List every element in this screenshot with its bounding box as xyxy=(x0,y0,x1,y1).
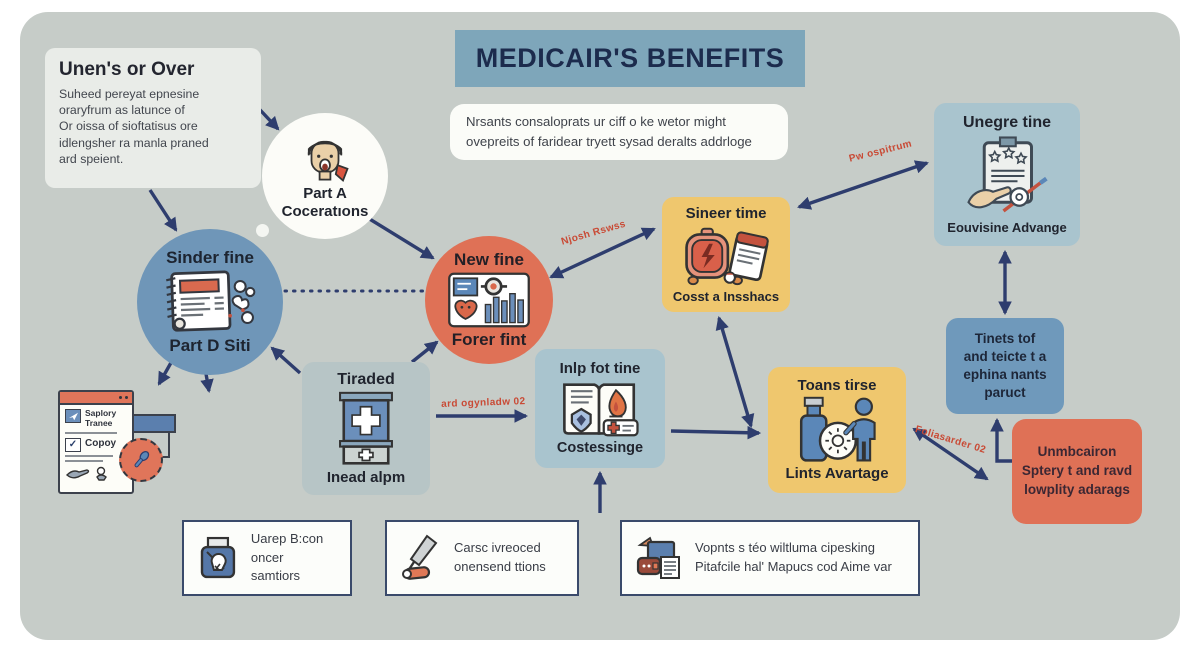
node-label: Part A xyxy=(303,185,347,202)
printer-icon xyxy=(636,536,680,579)
intro-note: Nrsants consaloprats ur ciff o ke wetor … xyxy=(450,104,788,160)
doc-divider xyxy=(65,454,113,457)
legend-box-2: Carsc ivreoced onensend ttions xyxy=(385,520,579,596)
doc-label: Copoy xyxy=(85,437,117,449)
doc-label: Saplory Tranee xyxy=(85,408,117,429)
legend-box-1: Uarep B:con oncer samtiors xyxy=(182,520,352,596)
doc-checkbox-row: ✓ Copoy xyxy=(65,437,132,452)
hands-icon xyxy=(65,466,107,481)
node-tiraded: Tiraded Inead alpm xyxy=(302,362,430,495)
doc-window-header xyxy=(60,392,132,405)
legend-text: Uarep B:con oncer samtiors xyxy=(250,530,324,584)
node-label: Toans tirse xyxy=(797,377,877,394)
legend-text: Carsc ivreoced onensend ttions xyxy=(454,540,546,574)
page-title: MEDICAIR'S BENEFITS xyxy=(455,30,805,87)
jar-icon xyxy=(200,536,236,579)
legend-box-3: Vopnts s téo wiltluma cipesking Pitafcil… xyxy=(620,520,920,596)
doc-label-line: Saplory xyxy=(85,408,117,418)
node-label: Unegre tine xyxy=(962,114,1051,132)
node-label: Costessinge xyxy=(556,439,644,456)
document-illustration: Saplory Tranee ✓ Copoy xyxy=(56,386,188,502)
info-box-body: Suheed pereyat epnesine oraryfrum as lat… xyxy=(59,87,209,166)
first-aid-cabinet-icon xyxy=(339,391,393,465)
node-label: Forer fint xyxy=(451,330,527,349)
node-label: Sinder fine xyxy=(166,247,254,267)
node-label: Inead alpm xyxy=(326,469,406,487)
info-box-title: Unen's or Over xyxy=(59,59,195,80)
syringe-icon xyxy=(402,534,438,580)
doc-checkbox-row: Saplory Tranee xyxy=(65,408,132,429)
node-sinder-fine: Sinder fine xyxy=(137,229,283,375)
legend-text: Vopnts s téo wiltluma cipesking Pitafcil… xyxy=(695,540,892,574)
doc-tab xyxy=(128,414,176,433)
node-inlp-fot-tine: Inlp fot tine Costessinge xyxy=(535,349,665,468)
node-label: Coceratıons xyxy=(281,203,369,220)
node-label: Eouvisine Advange xyxy=(947,220,1067,236)
node-unegre-tine: Unegre tine Eouvisine Advange xyxy=(934,103,1080,246)
node-new-fine: New fine Forer fint xyxy=(425,236,553,364)
node-toans-tirse: Toans tirse Lints Avartage xyxy=(768,367,906,493)
decorative-dot xyxy=(256,224,269,237)
alarm-clock-clipboard-icon xyxy=(685,227,769,285)
node-label: Cosst a Insshacs xyxy=(672,288,780,304)
checkbox-check-icon: ✓ xyxy=(65,437,81,452)
open-book-flame-icon xyxy=(563,383,639,437)
node-label: Tiraded xyxy=(337,370,395,388)
node-unmbcairon: Unmbcairon Sptery t and ravd lowplity ad… xyxy=(1012,419,1142,524)
node-label: Part D Siti xyxy=(169,336,251,355)
person-icon xyxy=(307,140,349,183)
node-sineer-time: Sineer time Cosst a Insshacs xyxy=(662,197,790,312)
node-label: Inlp fot tine xyxy=(559,359,641,377)
node-label: Lints Avartage xyxy=(785,465,889,482)
clipboard-stars-hand-icon xyxy=(967,136,1048,213)
node-label: Sineer time xyxy=(685,204,767,222)
checkbox-plane-icon xyxy=(65,409,81,423)
doc-divider xyxy=(65,459,103,462)
doc-label-line: Tranee xyxy=(85,417,113,428)
vaccine-vial-person-icon xyxy=(799,396,876,462)
doc-divider xyxy=(65,431,117,434)
chart-search-icon xyxy=(448,272,530,328)
node-part-a: Part A Coceratıons xyxy=(262,113,388,239)
node-tinets: Tinets tof and teicte t a ephina nants p… xyxy=(946,318,1064,414)
thermometer-badge-icon xyxy=(119,438,163,482)
doc-window: Saplory Tranee ✓ Copoy xyxy=(58,390,134,494)
node-label: New fine xyxy=(454,249,524,269)
notebook-icon xyxy=(165,270,256,332)
info-box-unens: Unen's or Over Suheed pereyat epnesine o… xyxy=(45,48,261,188)
